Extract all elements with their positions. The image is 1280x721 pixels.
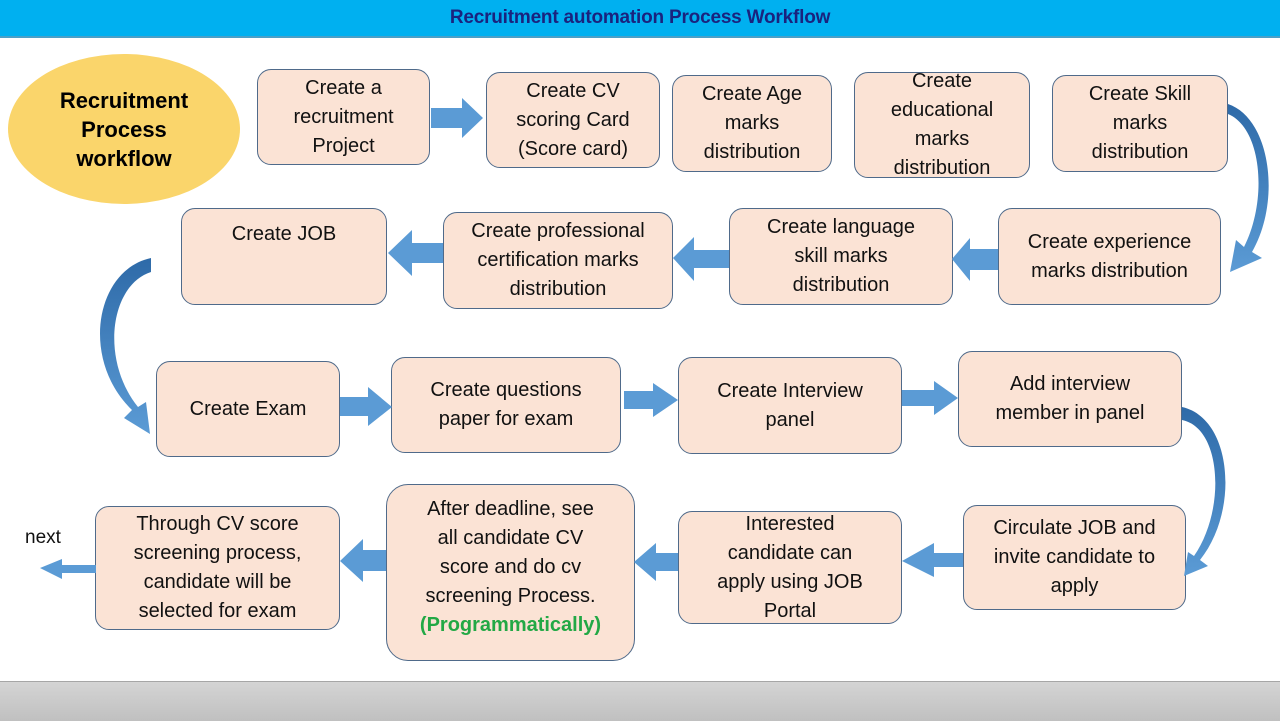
step-label: After deadline, see all candidate CV sco… — [425, 498, 596, 607]
arrow-left-icon — [40, 559, 96, 579]
arrow-left-icon — [673, 237, 729, 281]
step-label: Create experience marks distribution — [1027, 230, 1192, 282]
step-create-age-marks: Create Age marks distribution — [672, 75, 832, 172]
arrow-left-icon — [634, 543, 678, 581]
curved-arrow-skill-to-experience — [1228, 104, 1269, 272]
step-create-skill-marks: Create Skill marks distribution — [1052, 75, 1228, 172]
title-bar: Recruitment automation Process Workflow — [0, 0, 1280, 38]
step-create-cv-scoring-card: Create CV scoring Card (Score card) — [486, 72, 660, 168]
oval-label: Recruitment Process workflow — [59, 87, 189, 171]
step-create-educational-marks: Create educational marks distribution — [854, 72, 1030, 178]
step-create-job: Create JOB — [181, 208, 387, 305]
workflow-title-oval: Recruitment Process workflow — [8, 54, 240, 204]
arrow-right-icon — [340, 387, 392, 426]
step-label: Create Skill marks distribution — [1088, 83, 1192, 163]
step-cv-screening: After deadline, see all candidate CV sco… — [386, 484, 635, 661]
step-label: Circulate JOB and invite candidate to ap… — [993, 517, 1156, 597]
step-create-experience-marks: Create experience marks distribution — [998, 208, 1221, 305]
arrow-right-icon — [902, 381, 958, 415]
programmatically-note: (Programmatically) — [419, 614, 602, 636]
arrow-left-icon — [340, 539, 386, 582]
step-label: Create Exam — [189, 397, 307, 420]
step-label: Create CV scoring Card (Score card) — [516, 79, 630, 160]
step-label: Create JOB — [231, 222, 337, 245]
arrow-left-icon — [902, 543, 963, 577]
next-label: next — [25, 527, 61, 548]
step-create-recruitment-project: Create a recruitment Project — [257, 69, 430, 165]
arrow-right-icon — [431, 98, 483, 138]
step-label: Add interview member in panel — [995, 373, 1145, 424]
step-circulate-job: Circulate JOB and invite candidate to ap… — [963, 505, 1186, 610]
step-label: Create language skill marks distribution — [767, 216, 915, 296]
step-label: Create Interview panel — [717, 379, 863, 431]
step-label: Create Age marks distribution — [701, 83, 803, 163]
step-create-certification-marks: Create professional certification marks … — [443, 212, 673, 309]
step-add-interview-member: Add interview member in panel — [958, 351, 1182, 447]
curved-arrow-member-to-circulate — [1182, 407, 1226, 576]
footer-bar — [0, 681, 1280, 721]
step-label: Through CV score screening process, cand… — [133, 513, 302, 622]
step-label: Interested candidate can apply using JOB… — [717, 512, 863, 622]
step-label: Create educational marks distribution — [890, 72, 994, 178]
step-label: Create questions paper for exam — [430, 379, 582, 430]
step-label: Create professional certification marks … — [471, 220, 645, 300]
arrow-right-icon — [624, 383, 678, 417]
step-candidate-apply: Interested candidate can apply using JOB… — [678, 511, 902, 624]
arrow-left-icon — [388, 230, 443, 276]
step-create-interview-panel: Create Interview panel — [678, 357, 902, 454]
step-create-questions-paper: Create questions paper for exam — [391, 357, 621, 453]
curved-arrow-job-to-exam — [100, 258, 151, 434]
arrow-left-icon — [952, 238, 998, 281]
step-create-exam: Create Exam — [156, 361, 340, 457]
step-create-language-marks: Create language skill marks distribution — [729, 208, 953, 305]
page-title: Recruitment automation Process Workflow — [449, 7, 831, 28]
step-select-for-exam: Through CV score screening process, cand… — [95, 506, 340, 630]
step-label: Create a recruitment Project — [293, 76, 394, 157]
